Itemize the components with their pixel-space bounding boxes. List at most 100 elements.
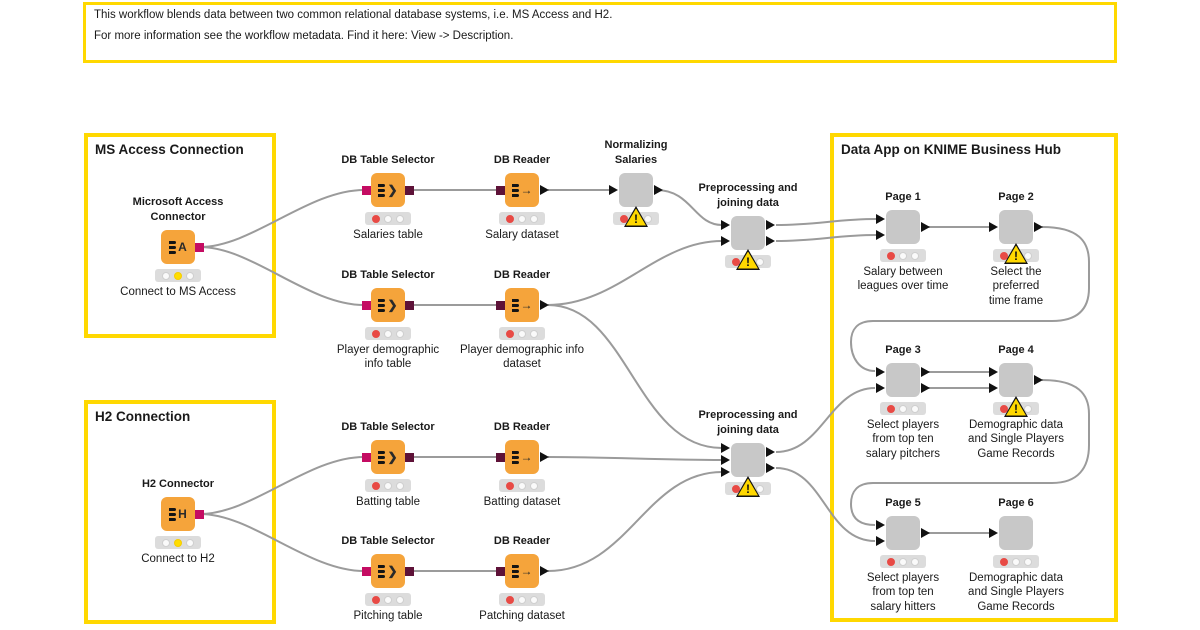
data-in-port-2[interactable] — [721, 455, 730, 465]
node-db-table-selector-batting[interactable]: DB Table Selector ❯ Batting table — [318, 421, 458, 508]
workflow-annotation[interactable]: This workflow blends data between two co… — [83, 2, 1117, 63]
data-in-port[interactable] — [989, 528, 998, 538]
connection-page4-to-page5[interactable] — [849, 379, 1090, 526]
node-body[interactable]: → — [496, 440, 549, 474]
node-body[interactable]: → — [496, 173, 549, 207]
data-out-port-2[interactable] — [766, 236, 775, 246]
data-out-port-1[interactable] — [921, 367, 930, 377]
connection-preproc2-to-page3[interactable] — [775, 387, 876, 453]
node-body[interactable]: ❯ — [362, 288, 414, 322]
connection-normalizing-to-preproc1[interactable] — [655, 189, 723, 226]
connection-readerpatching-to-preproc2[interactable] — [547, 471, 723, 572]
node-db-reader-salary[interactable]: DB Reader → Salary dataset — [452, 154, 592, 241]
data-in-port-1[interactable] — [721, 443, 730, 453]
node-body[interactable]: H — [161, 497, 204, 531]
node-body[interactable] — [989, 210, 1043, 244]
node-body[interactable]: ❯ — [362, 554, 414, 588]
data-out-port[interactable] — [540, 566, 549, 576]
db-data-in-port[interactable] — [496, 452, 505, 462]
data-in-port-1[interactable] — [989, 367, 998, 377]
node-page-3[interactable]: Page 3 Select players from top ten salar… — [833, 344, 973, 460]
data-out-port[interactable] — [540, 452, 549, 462]
data-in-port-1[interactable] — [876, 520, 885, 530]
data-out-port[interactable] — [540, 185, 549, 195]
node-body[interactable]: → — [496, 288, 549, 322]
node-page-6[interactable]: Page 6 Demographic data and Single Playe… — [946, 497, 1086, 613]
node-db-reader-patching[interactable]: DB Reader → Patching dataset — [452, 535, 592, 622]
data-in-port[interactable] — [609, 185, 618, 195]
data-out-port-1[interactable] — [766, 220, 775, 230]
node-preprocessing-joining-bottom[interactable]: Preprocessing and joining data ! — [678, 409, 818, 497]
data-out-port-2[interactable] — [921, 383, 930, 393]
node-page-5[interactable]: Page 5 Select players from top ten salar… — [833, 497, 973, 613]
node-db-table-selector-salaries[interactable]: DB Table Selector ❯ Salaries table — [318, 154, 458, 241]
connection-h2-to-selector-pitching[interactable] — [199, 513, 365, 572]
node-body[interactable]: ❯ — [362, 440, 414, 474]
connection-readerbatting-to-preproc2[interactable] — [547, 456, 723, 461]
db-session-out-port[interactable] — [195, 509, 204, 519]
data-out-port[interactable] — [921, 528, 930, 538]
data-in-port[interactable] — [989, 222, 998, 232]
data-in-port-2[interactable] — [876, 383, 885, 393]
node-body[interactable] — [721, 443, 775, 477]
data-out-port[interactable] — [1034, 375, 1043, 385]
node-preprocessing-joining-top[interactable]: Preprocessing and joining data ! — [678, 182, 818, 270]
data-in-port-2[interactable] — [989, 383, 998, 393]
connection-readerplayer-to-preproc1[interactable] — [547, 240, 723, 306]
node-h2-connector[interactable]: H2 Connector H Connect to H2 — [108, 478, 248, 565]
data-out-port[interactable] — [540, 300, 549, 310]
data-out-port[interactable] — [654, 185, 663, 195]
connection-msaccess-to-selector-player[interactable] — [199, 246, 365, 306]
data-out-port[interactable] — [1034, 222, 1043, 232]
data-out-port-1[interactable] — [766, 447, 775, 457]
node-label: Page 3 — [885, 343, 921, 356]
db-data-out-port[interactable] — [405, 185, 414, 195]
node-body[interactable] — [609, 173, 663, 207]
data-in-port-2[interactable] — [721, 236, 730, 246]
data-out-port[interactable] — [921, 222, 930, 232]
db-session-in-port[interactable] — [362, 566, 371, 576]
data-out-port-2[interactable] — [766, 463, 775, 473]
node-body[interactable] — [721, 216, 775, 250]
connection-preproc1-to-page1-b[interactable] — [775, 234, 877, 242]
db-session-in-port[interactable] — [362, 300, 371, 310]
data-in-port-1[interactable] — [721, 220, 730, 230]
node-body[interactable]: → — [496, 554, 549, 588]
node-body[interactable] — [989, 516, 1033, 550]
db-session-out-port[interactable] — [195, 242, 204, 252]
db-session-in-port[interactable] — [362, 452, 371, 462]
node-microsoft-access-connector[interactable]: Microsoft Access Connector A Connect to … — [108, 196, 248, 298]
data-in-port-3[interactable] — [721, 467, 730, 477]
node-page-2[interactable]: Page 2 ! Select the preferred time frame — [946, 191, 1086, 307]
node-db-reader-player[interactable]: DB Reader → Player demographic info data… — [452, 269, 592, 371]
node-body[interactable] — [989, 363, 1043, 397]
data-in-port-2[interactable] — [876, 536, 885, 546]
node-body[interactable] — [876, 516, 930, 550]
db-session-in-port[interactable] — [362, 185, 371, 195]
connection-preproc1-to-page1-a[interactable] — [775, 218, 877, 226]
node-db-table-selector-pitching[interactable]: DB Table Selector ❯ Pitching table — [318, 535, 458, 622]
data-in-port-1[interactable] — [876, 214, 885, 224]
connection-msaccess-to-selector-salaries[interactable] — [199, 189, 365, 248]
node-body[interactable] — [876, 210, 930, 244]
node-body[interactable]: A — [161, 230, 204, 264]
node-page-1[interactable]: Page 1 Salary between leagues over time — [833, 191, 973, 293]
node-page-4[interactable]: Page 4 ! Demographic data and Single Pla… — [946, 344, 1086, 460]
connection-h2-to-selector-batting[interactable] — [199, 456, 365, 515]
db-data-out-port[interactable] — [405, 452, 414, 462]
node-db-table-selector-player[interactable]: DB Table Selector ❯ Player demographic i… — [318, 269, 458, 371]
db-data-in-port[interactable] — [496, 566, 505, 576]
db-data-out-port[interactable] — [405, 300, 414, 310]
db-data-in-port[interactable] — [496, 185, 505, 195]
data-in-port-1[interactable] — [876, 367, 885, 377]
connection-page2-to-page3[interactable] — [849, 226, 1090, 372]
connection-readerplayer-to-preproc2[interactable] — [547, 304, 723, 449]
db-data-out-port[interactable] — [405, 566, 414, 576]
node-body[interactable] — [876, 363, 930, 397]
connection-preproc2-to-page5[interactable] — [775, 467, 876, 542]
data-in-port-2[interactable] — [876, 230, 885, 240]
node-normalizing-salaries[interactable]: Normalizing Salaries ! — [566, 139, 706, 227]
node-db-reader-batting[interactable]: DB Reader → Batting dataset — [452, 421, 592, 508]
node-body[interactable]: ❯ — [362, 173, 414, 207]
db-data-in-port[interactable] — [496, 300, 505, 310]
